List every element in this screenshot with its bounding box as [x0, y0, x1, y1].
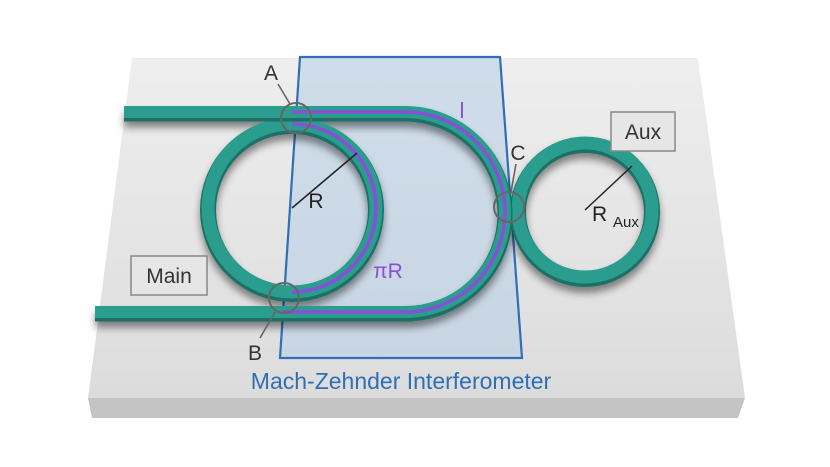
coupler-c-circle	[493, 191, 525, 223]
aux-ring-top	[511, 136, 659, 284]
aux-radius-line	[584, 165, 633, 211]
label-point-a: A	[264, 62, 278, 85]
aux-label-frame	[610, 111, 676, 152]
aux-label-box: Aux	[610, 111, 676, 152]
label-point-b: B	[248, 342, 262, 365]
label-a-leader	[277, 83, 291, 105]
label-radius-main: R	[308, 190, 323, 213]
main-label-box: Main	[130, 255, 208, 296]
label-radius-aux: R Aux	[592, 203, 639, 231]
main-label-text: Main	[146, 265, 192, 288]
label-radius-aux-base: R	[592, 203, 607, 226]
main-radius-line	[291, 152, 358, 209]
main-label-frame	[130, 255, 208, 296]
chip-side	[88, 398, 745, 418]
label-radius-aux-sub: Aux	[613, 214, 639, 231]
aux-label-text: Aux	[625, 121, 662, 144]
label-c-leader	[510, 163, 517, 193]
coupler-a-circle	[280, 102, 312, 134]
mzi-caption: Mach-Zehnder Interferometer	[251, 368, 552, 394]
coupler-b-circle	[268, 282, 300, 314]
mzi-arm-pi-r-path	[291, 122, 378, 294]
mzi-arm-l-path	[282, 110, 507, 314]
label-point-c: C	[510, 142, 525, 165]
label-b-leader	[259, 311, 276, 339]
label-arc-pi-r: πR	[373, 260, 403, 283]
label-length-l: l	[460, 98, 465, 123]
